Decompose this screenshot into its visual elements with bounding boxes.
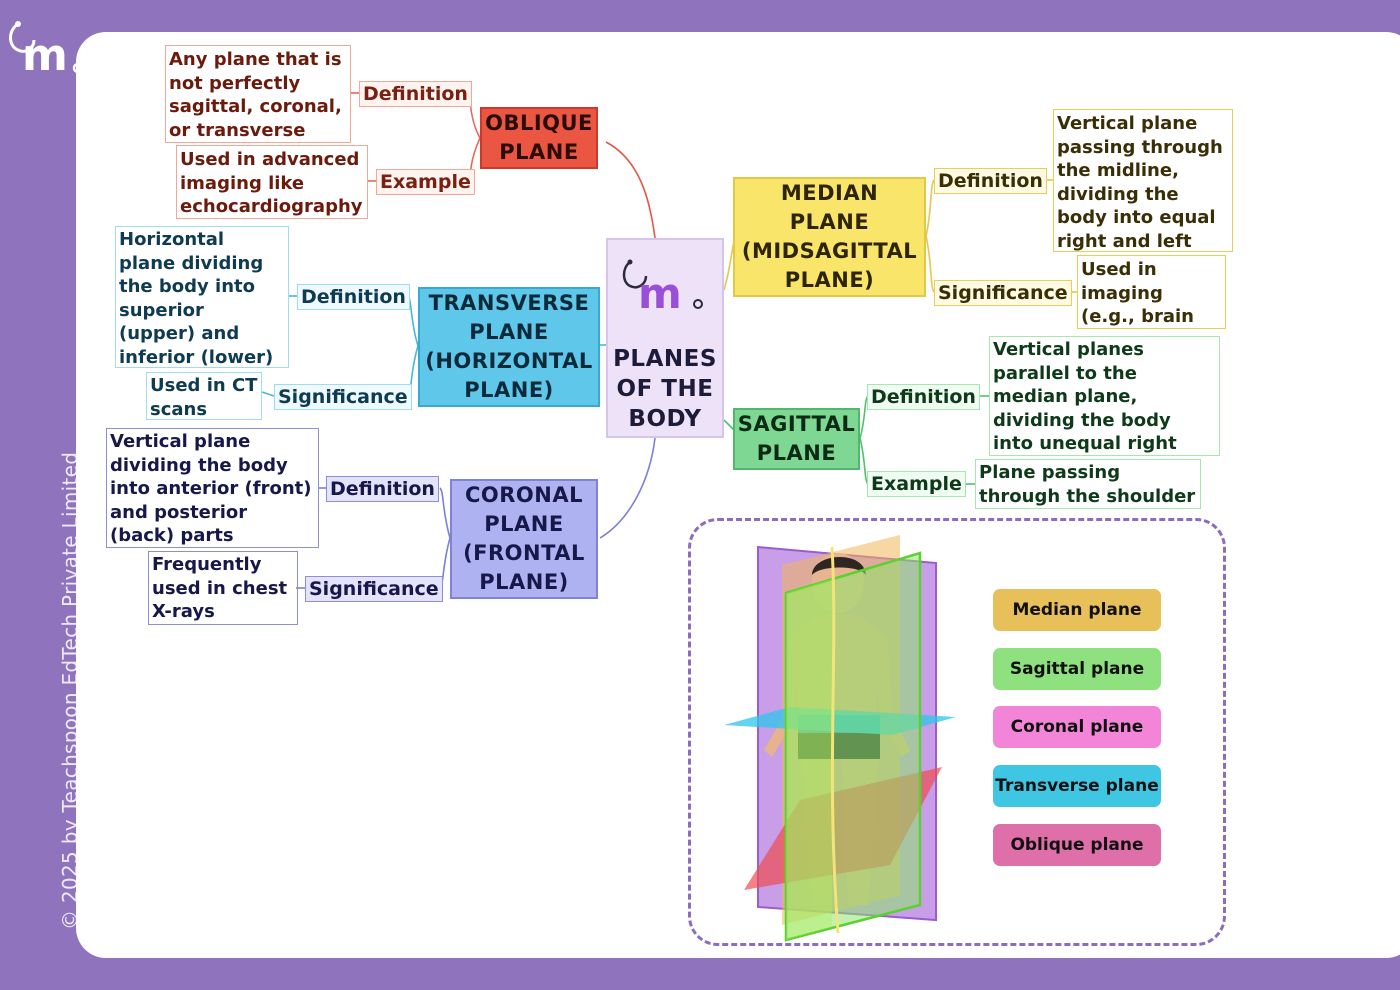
transverse-significance-text: Used in CT scans: [146, 372, 262, 420]
brand-logo-icon: m: [9, 21, 84, 81]
coronal-definition-label: Definition: [326, 476, 439, 502]
legend-median-plane-label: Median plane: [1012, 600, 1142, 620]
legend-oblique-plane-label: Oblique plane: [1010, 835, 1144, 855]
coronal-plane-node: CORONAL PLANE (FRONTAL PLANE): [450, 479, 598, 599]
coronal-title-2: PLANE: [484, 512, 564, 536]
median-definition-text: Vertical plane passing through the midli…: [1053, 109, 1233, 252]
legend-transverse-plane-label: Transverse plane: [995, 776, 1159, 796]
svg-text:m: m: [22, 30, 68, 81]
sagittal-title-1: SAGITTAL: [737, 412, 856, 436]
legend-median-plane: Median plane: [993, 589, 1161, 631]
median-title-1: MEDIAN: [780, 181, 879, 205]
median-significance-label: Significance: [934, 280, 1072, 306]
median-title-4: PLANE): [784, 268, 875, 292]
sagittal-example-label: Example: [867, 471, 966, 497]
median-title-3: (MIDSAGITTAL: [741, 239, 918, 263]
coronal-title-3: (FRONTAL: [463, 541, 585, 565]
transverse-definition-label: Definition: [297, 284, 410, 310]
oblique-title-1: OBLIQUE: [485, 111, 593, 135]
median-significance-text: Used in imaging (e.g., brain MRI): [1077, 255, 1226, 329]
sagittal-title-2: PLANE: [756, 441, 837, 465]
coronal-title-4: PLANE): [479, 570, 569, 594]
oblique-definition-text: Any plane that is not perfectly sagittal…: [165, 45, 351, 143]
oblique-title-2: PLANE: [499, 140, 579, 164]
body-planes-figure-frame: [688, 518, 1226, 946]
legend-transverse-plane: Transverse plane: [993, 765, 1161, 807]
sagittal-plane-node: SAGITTAL PLANE: [733, 408, 860, 470]
transverse-title-1: TRANSVERSE: [428, 291, 590, 315]
sagittal-definition-text: Vertical planes parallel to the median p…: [989, 336, 1220, 456]
center-line-3: BODY: [628, 406, 702, 432]
sagittal-definition-label: Definition: [867, 384, 980, 410]
oblique-definition-label: Definition: [359, 81, 472, 107]
transverse-title-2: PLANE: [469, 320, 549, 344]
sagittal-example-text: Plane passing through the shoulder joint: [975, 459, 1201, 509]
oblique-example-label: Example: [376, 169, 475, 195]
median-plane-node: MEDIAN PLANE (MIDSAGITTAL PLANE): [733, 177, 926, 297]
svg-text:m: m: [638, 269, 682, 318]
center-logo-icon: m: [622, 259, 703, 318]
transverse-plane-node: TRANSVERSE PLANE (HORIZONTAL PLANE): [418, 287, 600, 407]
center-line-2: OF THE: [616, 376, 714, 402]
transverse-title-4: PLANE): [464, 378, 554, 402]
transverse-significance-label: Significance: [274, 384, 412, 410]
coronal-definition-text: Vertical plane dividing the body into an…: [106, 428, 319, 548]
center-node: PLANES OF THE BODY: [606, 238, 724, 438]
median-title-2: PLANE: [789, 210, 870, 234]
legend-oblique-plane: Oblique plane: [993, 824, 1161, 866]
median-definition-label: Definition: [934, 168, 1047, 194]
legend-coronal-plane-label: Coronal plane: [1010, 717, 1144, 737]
transverse-definition-text: Horizontal plane dividing the body into …: [115, 226, 289, 368]
center-line-1: PLANES: [613, 346, 717, 372]
transverse-title-3: (HORIZONTAL: [425, 349, 593, 373]
coronal-title-1: CORONAL: [465, 483, 583, 507]
coronal-significance-text: Frequently used in chest X-rays: [148, 551, 298, 625]
oblique-example-text: Used in advanced imaging like echocardio…: [176, 145, 368, 219]
human-body-planes-illustration: [724, 535, 956, 942]
coronal-significance-label: Significance: [305, 576, 443, 602]
legend-sagittal-plane-label: Sagittal plane: [1009, 659, 1145, 679]
oblique-plane-node: OBLIQUE PLANE: [480, 107, 598, 169]
legend-coronal-plane: Coronal plane: [993, 706, 1161, 748]
legend-sagittal-plane: Sagittal plane: [993, 648, 1161, 690]
